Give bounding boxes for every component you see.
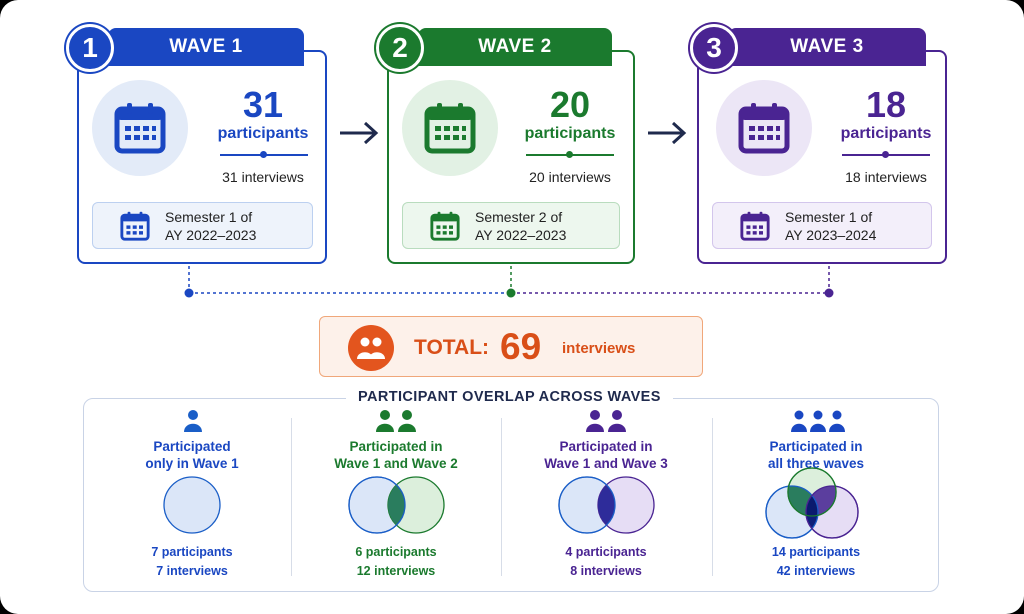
venn-all-three-waves	[765, 467, 859, 539]
wave-3-title: WAVE 3	[790, 36, 864, 57]
wave-3-header: WAVE 3	[728, 28, 926, 66]
wave-2-calendar-badge	[402, 80, 498, 176]
people-icon	[791, 410, 845, 432]
arrow-right-icon	[648, 121, 687, 145]
total-unit: interviews	[562, 340, 636, 357]
wave-1-divider	[220, 151, 308, 158]
wave-connector-lines	[184, 266, 834, 298]
people-icon	[376, 410, 416, 432]
wave-1-number-badge: 1	[66, 24, 114, 72]
overlap-group-4-heading: Participated in all three waves	[767, 439, 865, 471]
overlap-group-2-heading: Participated in Wave 1 and Wave 2	[334, 439, 458, 471]
wave-1-participants-label: participants	[217, 125, 309, 142]
total-label: TOTAL:	[414, 336, 490, 359]
venn-wave-1-and-2	[348, 476, 445, 534]
wave-3-divider	[842, 151, 930, 158]
overlap-group-1-participants: 7 participants	[151, 545, 233, 559]
wave-2-header: WAVE 2	[418, 28, 612, 66]
total-value: 69	[500, 326, 542, 367]
venn-wave-1-and-3	[558, 476, 655, 534]
wave-3-participants-label: participants	[840, 125, 932, 142]
person-icon	[184, 410, 202, 432]
wave-1-header: WAVE 1	[108, 28, 304, 66]
wave-2-divider	[526, 151, 614, 158]
calendar-icon	[430, 211, 460, 241]
wave-1-title: WAVE 1	[169, 36, 243, 57]
wave-2-participants-label: participants	[524, 125, 616, 142]
arrow-right-icon	[340, 121, 379, 145]
overlap-group-3-heading: Participated in Wave 1 and Wave 3	[544, 439, 668, 471]
wave-3-interviews: 18 interviews	[845, 169, 927, 185]
total-interviews-box: TOTAL: 69 interviews	[319, 316, 703, 377]
overlap-group-3-interviews: 8 interviews	[570, 564, 642, 578]
wave-2-interviews: 20 interviews	[529, 169, 611, 185]
divider	[712, 418, 713, 576]
wave-3-participant-count: 18	[865, 84, 907, 125]
overlap-group-1-heading: Participated only in Wave 1	[145, 439, 239, 471]
wave-2-title: WAVE 2	[478, 36, 552, 57]
wave-3-number-badge: 3	[690, 24, 738, 72]
venn-wave-1-only	[163, 476, 221, 534]
wave-2-number-badge: 2	[376, 24, 424, 72]
calendar-icon	[424, 103, 476, 154]
divider	[291, 418, 292, 576]
calendar-icon	[114, 103, 166, 154]
wave-2-participant-count: 20	[549, 84, 591, 125]
overlap-group-2-participants: 6 participants	[355, 545, 437, 559]
calendar-icon	[740, 211, 770, 241]
calendar-icon	[120, 211, 150, 241]
people-icon	[586, 410, 626, 432]
wave-1-participant-count: 31	[242, 84, 284, 125]
divider	[501, 418, 502, 576]
overlap-group-1-interviews: 7 interviews	[156, 564, 228, 578]
overlap-group-4-participants: 14 participants	[771, 545, 861, 559]
wave-1-interviews: 31 interviews	[222, 169, 304, 185]
overlap-title: PARTICIPANT OVERLAP ACROSS WAVES	[346, 389, 673, 405]
calendar-icon	[738, 103, 790, 154]
wave-3-calendar-badge	[716, 80, 812, 176]
overlap-group-4-interviews: 42 interviews	[776, 564, 856, 578]
people-icon	[348, 325, 394, 371]
overlap-group-2-interviews: 12 interviews	[356, 564, 436, 578]
overlap-group-3-participants: 4 participants	[565, 545, 647, 559]
wave-1-calendar-badge	[92, 80, 188, 176]
